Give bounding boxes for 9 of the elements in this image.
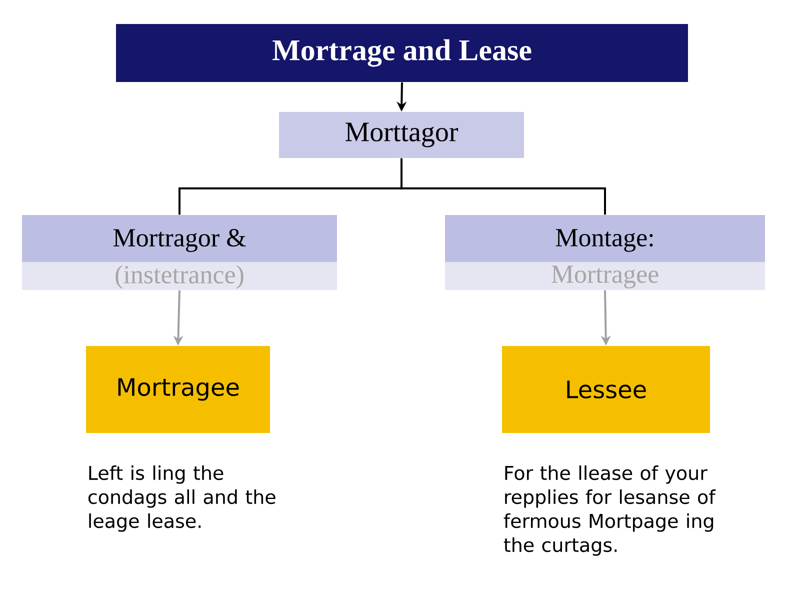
title-box: Mortrage and Lease <box>116 24 688 82</box>
description-text: For the llease of your repplies for lesanse of fermous Mortpage ing the curtags. <box>504 465 716 556</box>
header-box: Montage: Mortragee <box>445 215 765 290</box>
connector <box>400 158 606 215</box>
header-box: Mortragor & (instetrance) <box>22 215 337 290</box>
role-box: Morttagor <box>279 112 524 158</box>
party-box: Lessee <box>502 346 710 433</box>
party-box: Mortragee <box>86 346 270 433</box>
description-text: Left is ling the condags all and the leage lease. <box>88 465 276 532</box>
